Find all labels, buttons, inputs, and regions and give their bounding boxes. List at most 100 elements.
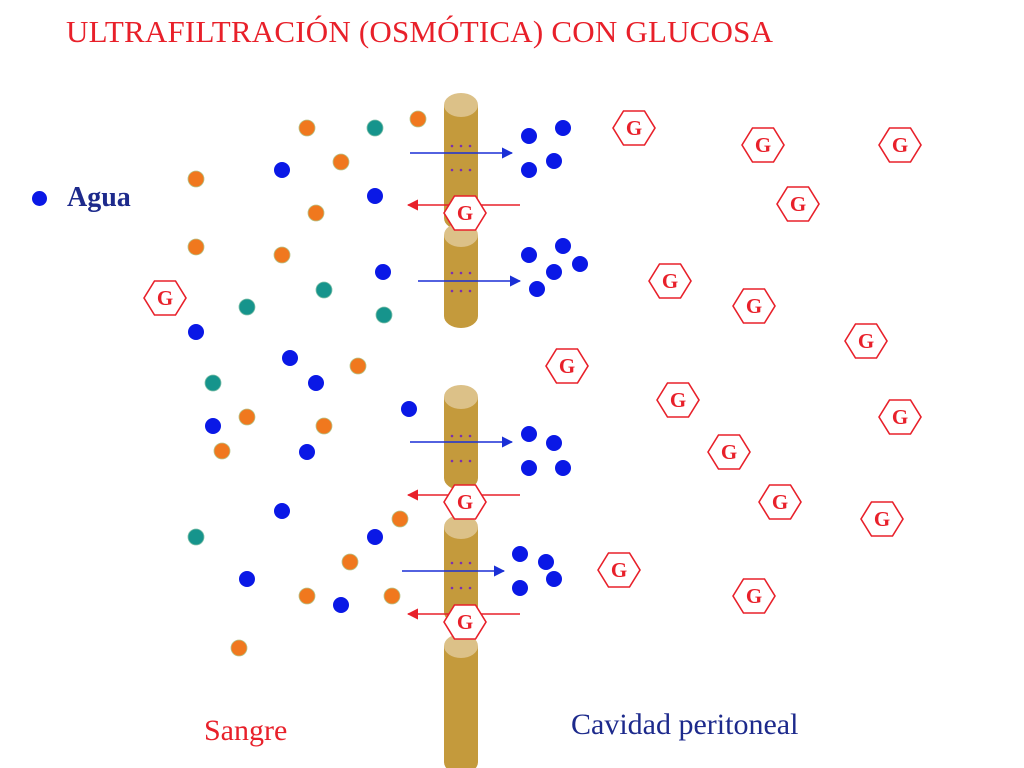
pore-dot — [450, 144, 454, 148]
pore-dot — [459, 271, 463, 275]
membrane-segment-bottom — [444, 466, 478, 490]
membrane-segment-top — [444, 93, 478, 117]
glucose-label: G — [892, 133, 908, 157]
water-molecule — [555, 460, 571, 476]
water-molecule — [375, 264, 391, 280]
glucose-label: G — [457, 610, 473, 634]
solute-orange — [187, 238, 205, 256]
label-peritoneal-cavity: Cavidad peritoneal — [571, 708, 799, 741]
solute-orange — [238, 408, 256, 426]
membrane-segment — [444, 527, 478, 612]
water-molecule — [367, 529, 383, 545]
glucose-hexagon — [776, 186, 820, 222]
glucose-label: G — [755, 133, 771, 157]
water-molecule — [538, 554, 554, 570]
glucose-label: G — [746, 584, 762, 608]
water-molecule — [308, 375, 324, 391]
glucose-hexagon — [443, 195, 487, 231]
water-molecule — [299, 444, 315, 460]
glucose-label: G — [611, 558, 627, 582]
glucose-label: G — [721, 440, 737, 464]
water-molecule — [512, 580, 528, 596]
glucose-hexagon — [860, 501, 904, 537]
water-molecule — [521, 426, 537, 442]
water-molecule — [512, 546, 528, 562]
glucose-hexagon — [656, 382, 700, 418]
legend: Agua — [32, 180, 131, 216]
water-molecule — [546, 571, 562, 587]
pore-dot — [450, 168, 454, 172]
glucose-hexagon — [443, 604, 487, 640]
water-molecule — [367, 188, 383, 204]
solute-orange — [349, 357, 367, 375]
glucose-hexagon — [732, 578, 776, 614]
solute-orange — [187, 170, 205, 188]
solute-orange — [383, 587, 401, 605]
pore-dot — [450, 434, 454, 438]
solute-orange — [315, 417, 333, 435]
water-legend-dot — [32, 190, 47, 206]
solute-orange — [298, 587, 316, 605]
glucose-label: G — [892, 405, 908, 429]
pore-dot — [468, 434, 472, 438]
glucose-label: G — [874, 507, 890, 531]
glucose-hexagon — [648, 263, 692, 299]
membrane-segment — [444, 646, 478, 762]
water-molecule — [333, 597, 349, 613]
solute-teal — [366, 119, 384, 137]
legend-label-water: Agua — [67, 182, 131, 213]
membrane-segment-top — [444, 515, 478, 539]
glucose-hexagon — [597, 552, 641, 588]
glucose-label: G — [157, 286, 173, 310]
pore-dot — [459, 586, 463, 590]
pore-dot — [459, 561, 463, 565]
water-molecule — [188, 324, 204, 340]
solute-teal — [238, 298, 256, 316]
pore-dot — [459, 168, 463, 172]
pore-dot — [468, 459, 472, 463]
pore-dot — [459, 289, 463, 293]
solute-orange — [213, 442, 231, 460]
pore-dot — [468, 168, 472, 172]
glucose-hexagon — [741, 127, 785, 163]
water-molecule — [572, 256, 588, 272]
pore-dot — [450, 289, 454, 293]
glucose-label: G — [662, 269, 678, 293]
water-molecule — [521, 128, 537, 144]
solute-orange — [409, 110, 427, 128]
glucose-hexagon — [707, 434, 751, 470]
water-molecule — [521, 247, 537, 263]
diagram-title: ULTRAFILTRACIÓN (OSMÓTICA) CON GLUCOSA — [66, 14, 774, 49]
water-molecule — [555, 238, 571, 254]
membrane-segment — [444, 235, 478, 316]
glucose-hexagon — [758, 484, 802, 520]
membrane-segment-bottom — [444, 750, 478, 768]
membrane-segment — [444, 397, 478, 478]
label-blood: Sangre — [204, 714, 288, 747]
solute-orange — [341, 553, 359, 571]
pore-dot — [450, 586, 454, 590]
glucose-label: G — [772, 490, 788, 514]
glucose-label: G — [858, 329, 874, 353]
water-molecule — [205, 418, 221, 434]
solute-orange — [391, 510, 409, 528]
pore-dot — [468, 144, 472, 148]
water-molecule — [282, 350, 298, 366]
glucose-hexagon — [612, 110, 656, 146]
water-molecule — [401, 401, 417, 417]
glucose-hexagon — [878, 127, 922, 163]
glucose-label: G — [746, 294, 762, 318]
pore-dot — [459, 434, 463, 438]
pore-dot — [459, 144, 463, 148]
membrane-segment-top — [444, 634, 478, 658]
solute-teal — [204, 374, 222, 392]
glucose-hexagon — [844, 323, 888, 359]
water-molecule — [274, 503, 290, 519]
solute-orange — [307, 204, 325, 222]
water-molecule — [529, 281, 545, 297]
glucose-hexagon — [878, 399, 922, 435]
glucose-hexagon — [545, 348, 589, 384]
glucose-hexagon — [732, 288, 776, 324]
membrane-segment-bottom — [444, 304, 478, 328]
